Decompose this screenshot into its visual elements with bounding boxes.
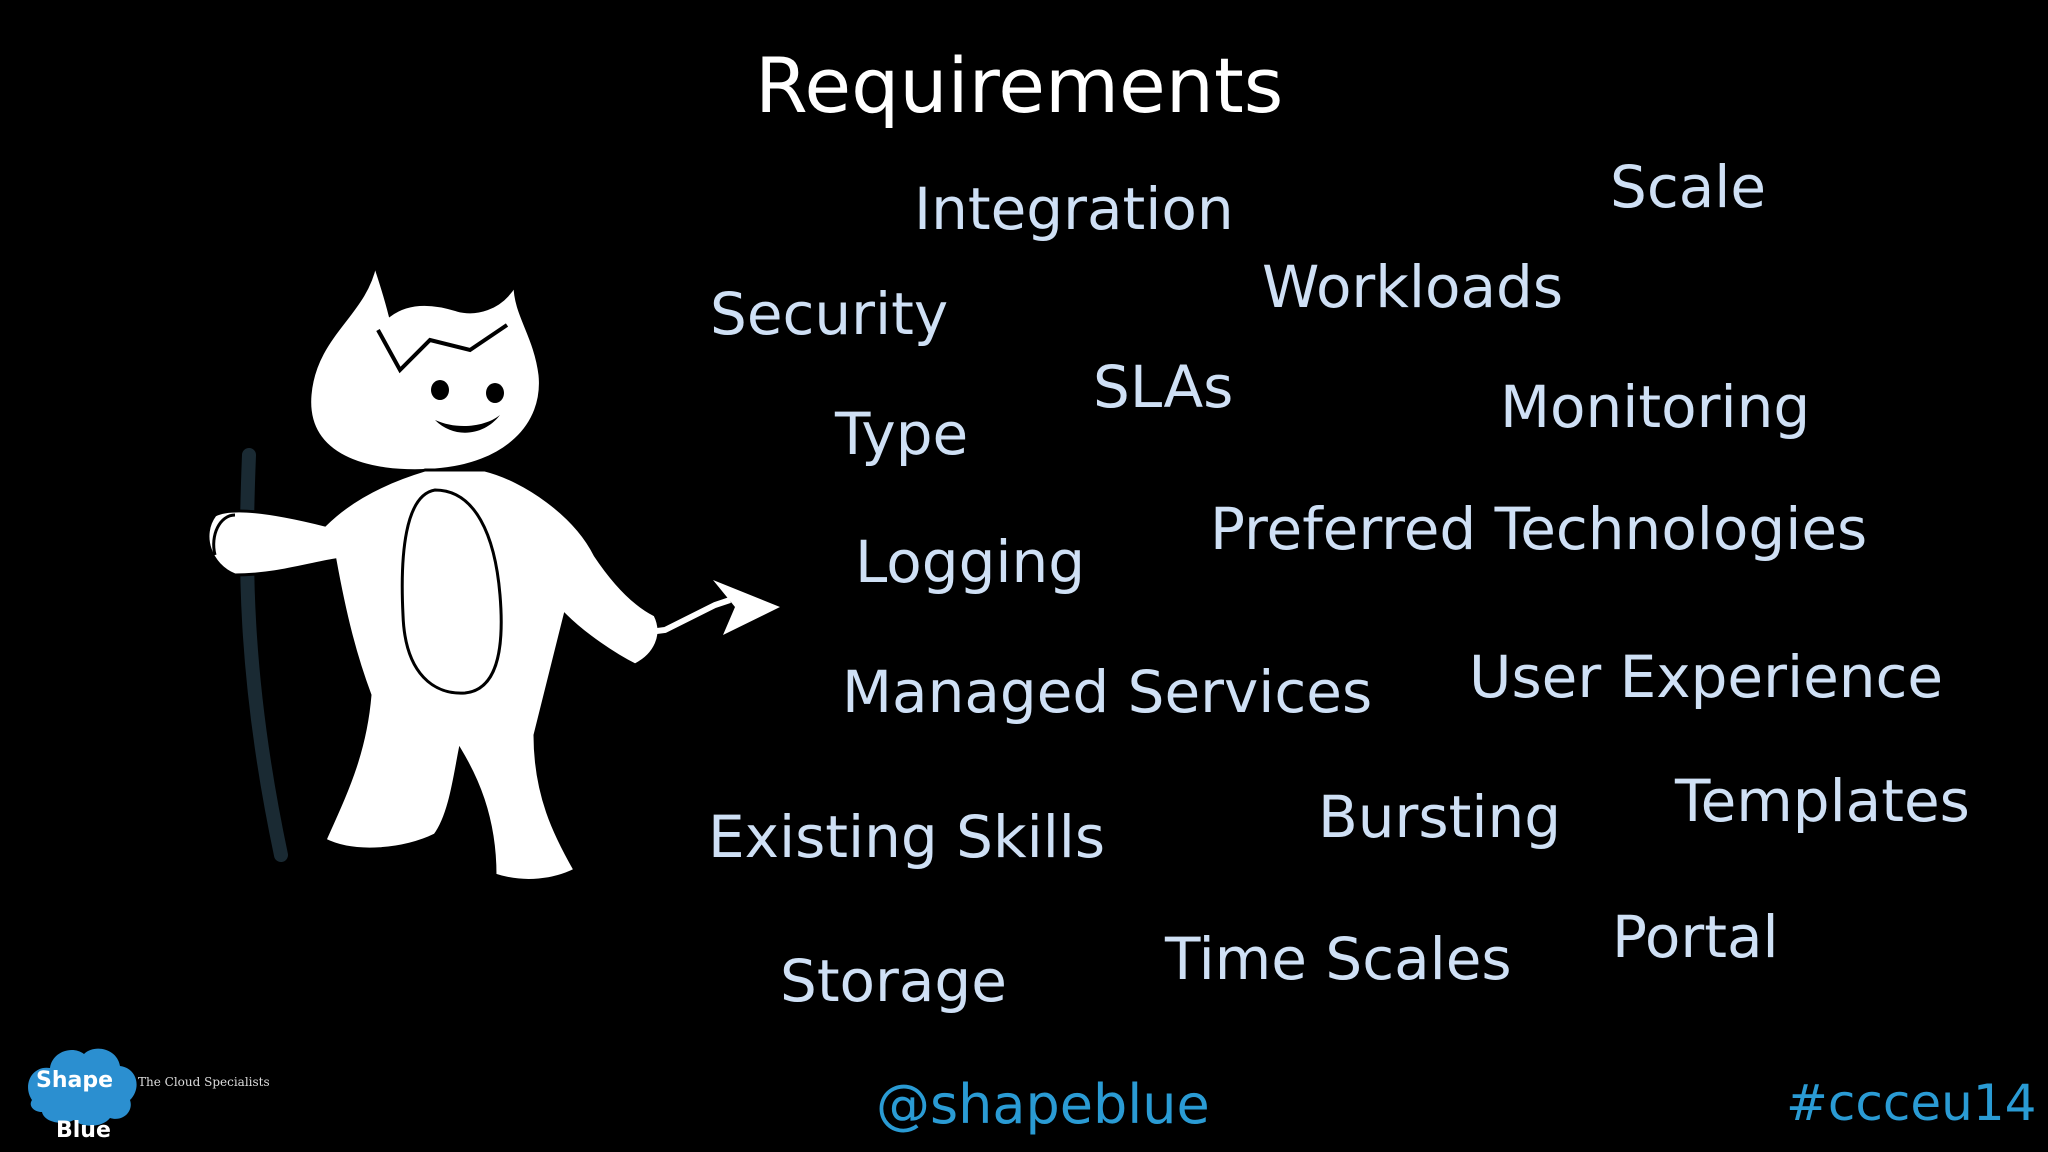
cloudstack-mascot-icon: [206, 259, 780, 882]
requirement-word: Portal: [1612, 903, 1779, 971]
event-hashtag: #ccceu14: [1786, 1074, 2037, 1132]
requirement-word: Monitoring: [1500, 373, 1811, 441]
logo-tagline: The Cloud Specialists: [138, 1075, 270, 1089]
requirement-word: Type: [835, 400, 969, 468]
requirement-word: Managed Services: [842, 658, 1373, 726]
requirement-word: Templates: [1675, 767, 1970, 835]
requirement-word: Integration: [914, 175, 1234, 243]
requirement-word: Time Scales: [1165, 925, 1512, 993]
logo-word-bottom: Blue: [56, 1118, 111, 1143]
requirement-word: Workloads: [1262, 253, 1564, 321]
cloud-logo-icon: [28, 1048, 137, 1126]
requirement-word: Storage: [780, 947, 1007, 1015]
requirement-word: SLAs: [1093, 353, 1234, 421]
requirement-word: Bursting: [1318, 783, 1562, 851]
requirement-word: Scale: [1610, 153, 1767, 221]
twitter-handle: @shapeblue: [876, 1073, 1210, 1136]
requirement-word: Existing Skills: [708, 803, 1106, 871]
requirement-word: Logging: [855, 528, 1086, 596]
requirement-word: Security: [710, 280, 949, 348]
logo-word-top: Shape: [36, 1068, 114, 1093]
slide-title: Requirements: [755, 41, 1284, 130]
shapeblue-logo: Shape Blue The Cloud Specialists: [22, 1040, 322, 1150]
requirement-word: User Experience: [1469, 643, 1944, 711]
requirement-word: Preferred Technologies: [1210, 495, 1868, 563]
